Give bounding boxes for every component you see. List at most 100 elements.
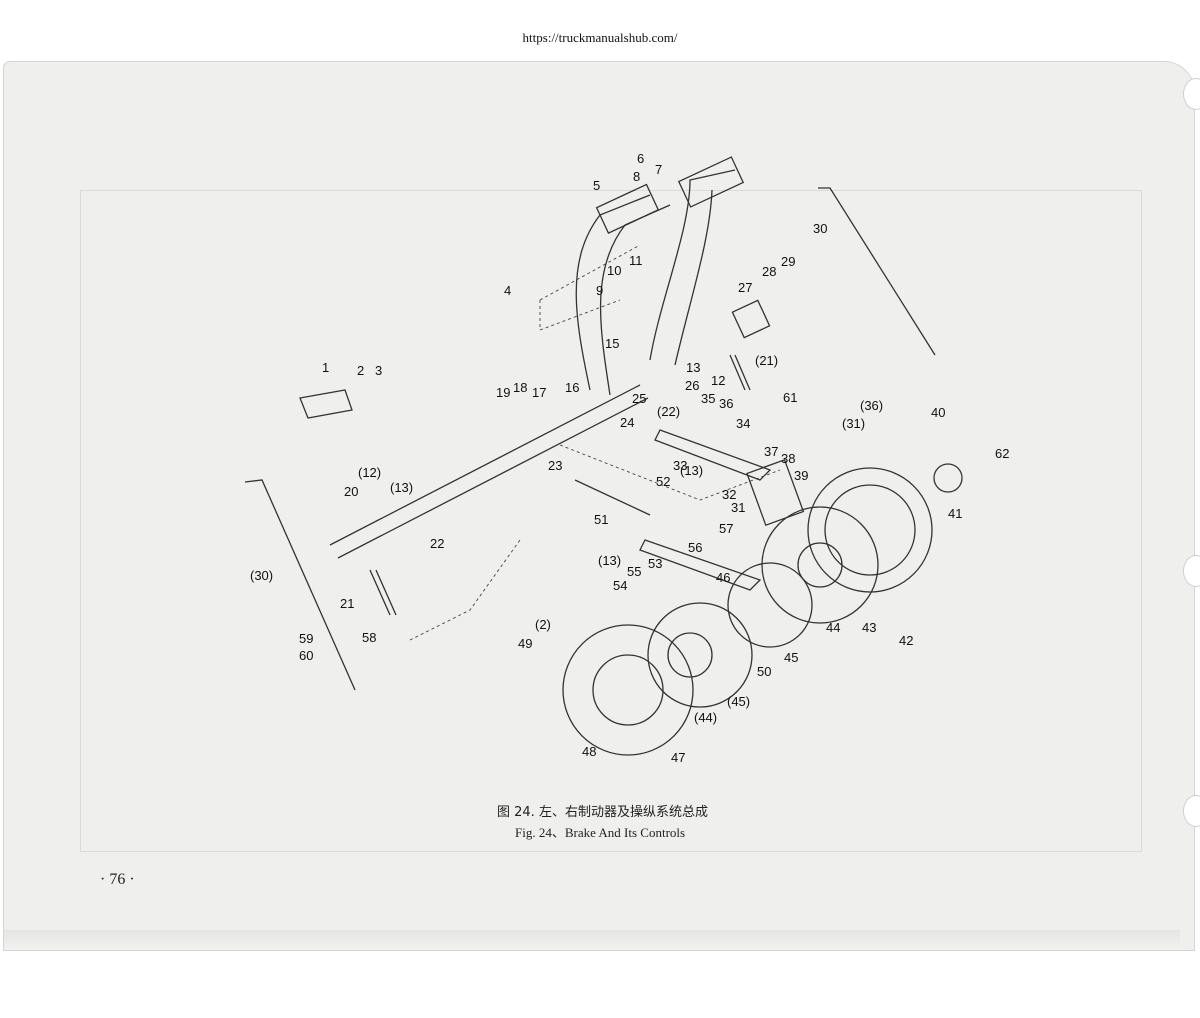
part-label: 38 xyxy=(781,451,795,466)
brake-pedal-left xyxy=(575,194,651,391)
part-label: 51 xyxy=(594,512,608,527)
figure-caption-chinese: 图 24. 左、右制动器及操纵系统总成 xyxy=(497,805,708,820)
part-label: 5 xyxy=(593,178,600,193)
part-label: (13) xyxy=(680,463,703,478)
part-label: 45 xyxy=(784,650,798,665)
part-label: 17 xyxy=(532,385,546,400)
part-label: 18 xyxy=(513,380,527,395)
part-label: 15 xyxy=(605,336,619,351)
brake-rod-30 xyxy=(818,187,936,356)
manual-page xyxy=(4,62,1194,950)
part-label: 37 xyxy=(764,444,778,459)
part-label: (44) xyxy=(694,710,717,725)
pressure-plate-46 xyxy=(727,562,813,648)
part-label: (30) xyxy=(250,568,273,583)
bracket-37 xyxy=(746,458,805,526)
page-number: · 76 · xyxy=(100,871,135,888)
part-label: (21) xyxy=(755,353,778,368)
part-label: (12) xyxy=(358,465,381,480)
part-label: (36) xyxy=(860,398,883,413)
part-label: 53 xyxy=(648,556,662,571)
part-label: 28 xyxy=(762,264,776,279)
part-label: 57 xyxy=(719,521,733,536)
part-label: 59 xyxy=(299,631,313,646)
part-label: 39 xyxy=(794,468,808,483)
part-label: 6 xyxy=(637,151,644,166)
part-label: 32 xyxy=(722,487,736,502)
part-label: 48 xyxy=(582,744,596,759)
bleed-through-table xyxy=(80,190,1142,852)
bushing-27 xyxy=(731,299,771,339)
cross-shaft xyxy=(329,384,649,559)
brake-housing-43 xyxy=(807,467,933,593)
part-label: 44 xyxy=(826,620,840,635)
part-label: (31) xyxy=(842,416,865,431)
part-label: 33 xyxy=(673,458,687,473)
part-label: (13) xyxy=(598,553,621,568)
part-label: 10 xyxy=(607,263,621,278)
spring-41 xyxy=(933,463,963,493)
pedal-pad-right xyxy=(677,156,745,208)
part-label: 8 xyxy=(633,169,640,184)
rod-51 xyxy=(574,479,651,516)
part-label: 60 xyxy=(299,648,313,663)
brake-rod-30b xyxy=(244,479,356,691)
part-label: 35 xyxy=(701,391,715,406)
source-url[interactable]: https://truckmanualshub.com/ xyxy=(522,30,678,45)
part-label: 47 xyxy=(671,750,685,765)
part-label: 31 xyxy=(731,500,745,515)
part-label: 7 xyxy=(655,162,662,177)
part-label: 24 xyxy=(620,415,634,430)
part-label: 16 xyxy=(565,380,579,395)
part-label: 55 xyxy=(627,564,641,579)
part-label: 52 xyxy=(656,474,670,489)
part-label: 12 xyxy=(711,373,725,388)
link-56 xyxy=(639,539,762,591)
part-label: 50 xyxy=(757,664,771,679)
part-label: 13 xyxy=(686,360,700,375)
part-label: (45) xyxy=(727,694,750,709)
part-label: 49 xyxy=(518,636,532,651)
figure-caption-english: Fig. 24、Brake And Its Controls xyxy=(515,825,686,840)
brake-pedal-right xyxy=(649,169,736,361)
page-edge xyxy=(4,930,1180,950)
part-label: 19 xyxy=(496,385,510,400)
part-label: 34 xyxy=(736,416,750,431)
part-label: 9 xyxy=(596,283,603,298)
spring-21 xyxy=(369,569,397,616)
part-label: 23 xyxy=(548,458,562,473)
link-33 xyxy=(654,429,772,481)
part-label: (2) xyxy=(535,617,551,632)
part-label: 42 xyxy=(899,633,913,648)
brake-disc-44b xyxy=(647,602,753,708)
part-label: (22) xyxy=(657,404,680,419)
spring-21b xyxy=(729,354,751,391)
part-label: 11 xyxy=(629,253,643,268)
part-label: 4 xyxy=(504,283,511,298)
part-label: 29 xyxy=(781,254,795,269)
brake-cover-48 xyxy=(562,624,694,756)
part-label: 22 xyxy=(430,536,444,551)
part-label: 46 xyxy=(716,570,730,585)
part-label: 36 xyxy=(719,396,733,411)
part-label: 56 xyxy=(688,540,702,555)
part-label: 1 xyxy=(322,360,329,375)
part-label: 25 xyxy=(632,391,646,406)
part-label: 62 xyxy=(995,446,1009,461)
part-label: 41 xyxy=(948,506,962,521)
part-label: (13) xyxy=(390,480,413,495)
part-label: 54 xyxy=(613,578,627,593)
part-label: 30 xyxy=(813,221,827,236)
pedal-pad-left xyxy=(595,183,660,234)
part-label: 20 xyxy=(344,484,358,499)
part-label: 61 xyxy=(783,390,797,405)
part-label: 3 xyxy=(375,363,382,378)
part-label: 43 xyxy=(862,620,876,635)
bracket-1 xyxy=(299,389,353,419)
part-label: 27 xyxy=(738,280,752,295)
part-label: 26 xyxy=(685,378,699,393)
part-label: 40 xyxy=(931,405,945,420)
part-label: 2 xyxy=(357,363,364,378)
brake-disc-44 xyxy=(761,506,879,624)
